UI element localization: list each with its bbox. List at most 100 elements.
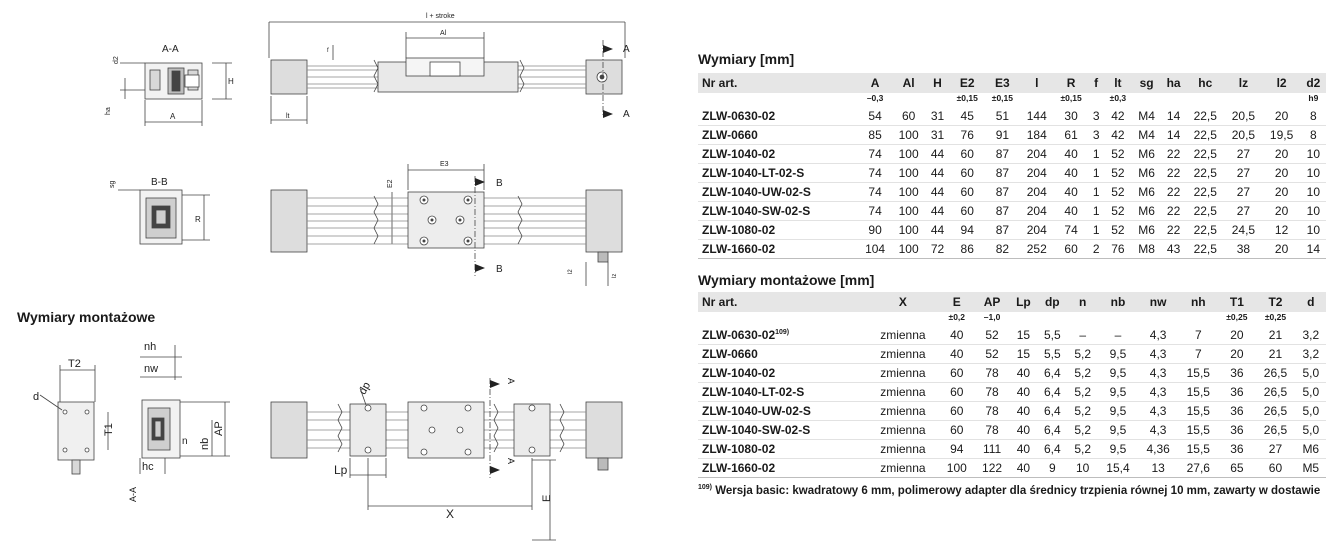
carriage-side-view: nh nw AP nb n hc A-A xyxy=(128,341,230,502)
value-cell: 5,2 xyxy=(1067,363,1098,383)
value-cell: 184 xyxy=(1019,125,1054,145)
value-cell: 52 xyxy=(974,326,1010,345)
value-cell: 111 xyxy=(974,439,1010,459)
cell-text: 3,2 xyxy=(1302,328,1320,342)
value-cell: 40 xyxy=(939,344,975,364)
value-cell: 204 xyxy=(1019,182,1054,202)
value-cell: 40 xyxy=(1009,401,1038,421)
value-cell: 52 xyxy=(1103,201,1133,221)
value-cell: 22 xyxy=(1161,220,1187,240)
cell-text: 104 xyxy=(865,242,886,256)
article-number-cell: ZLW-1040-UW-02-S xyxy=(698,182,859,202)
cell-text: 78 xyxy=(985,423,999,437)
column-header: T2 xyxy=(1255,292,1296,312)
column-header: d xyxy=(1295,292,1326,312)
cell-text: 86 xyxy=(960,242,974,256)
value-cell: 10 xyxy=(1300,220,1326,240)
value-cell: 8 xyxy=(1300,125,1326,145)
label-x: X xyxy=(446,507,454,521)
tolerance-cell: ±0,15 xyxy=(1060,93,1082,103)
cell-text: 184 xyxy=(1026,128,1047,142)
cell-text: 100 xyxy=(898,128,919,142)
cell-text: 52 xyxy=(985,328,999,342)
cell-text: M6 xyxy=(1138,166,1155,180)
value-cell: 20 xyxy=(1262,239,1301,259)
value-cell: 60 xyxy=(949,182,985,202)
cell-text: 42 xyxy=(1111,109,1125,123)
value-cell: 52 xyxy=(974,344,1010,364)
value-cell: 44 xyxy=(925,163,950,183)
value-cell: 9,5 xyxy=(1097,401,1139,421)
cell-text: 22 xyxy=(1166,166,1181,180)
tolerance-cell: ±0,25 xyxy=(1226,312,1248,322)
cell-text: 87 xyxy=(995,166,1010,180)
article-number-cell: ZLW-1040-UW-02-S xyxy=(698,401,867,421)
column-header: nh xyxy=(1178,292,1219,312)
cell-text: 27 xyxy=(1236,185,1251,199)
value-cell: 40 xyxy=(1009,363,1038,383)
value-cell: 20,5 xyxy=(1224,107,1263,126)
article-number-cell: ZLW-0660 xyxy=(698,125,859,145)
value-cell: 204 xyxy=(1019,163,1054,183)
value-cell: 22,5 xyxy=(1186,125,1225,145)
cell-text: 30 xyxy=(1064,109,1078,123)
value-cell: 15,5 xyxy=(1178,382,1219,402)
cell-text: 4,3 xyxy=(1149,328,1167,342)
value-cell: 74 xyxy=(858,163,892,183)
value-cell: 26,5 xyxy=(1255,382,1296,402)
value-cell: 10 xyxy=(1067,458,1098,478)
cell-text: ZLW-1040-UW-02-S xyxy=(702,404,811,418)
cell-text: 60 xyxy=(950,385,964,399)
cell-text: 100 xyxy=(898,223,919,237)
cell-text: 21 xyxy=(1268,328,1283,342)
label-iz: lz xyxy=(612,274,618,278)
cell-text: 40 xyxy=(1064,185,1078,199)
cell-text: M4 xyxy=(1138,109,1155,123)
value-cell: 44 xyxy=(925,201,950,221)
column-header: E3 xyxy=(984,73,1020,93)
label-f: f xyxy=(327,48,329,54)
article-number-cell: ZLW-1040-LT-02-S xyxy=(698,382,867,402)
value-cell: 60 xyxy=(939,382,975,402)
cell-text: 36 xyxy=(1230,404,1244,418)
value-cell: 85 xyxy=(858,125,892,145)
value-cell: 1 xyxy=(1088,182,1104,202)
cell-text: 10 xyxy=(1306,204,1321,218)
value-cell: M6 xyxy=(1132,163,1162,183)
cell-text: 38 xyxy=(1236,242,1251,256)
value-cell: 36 xyxy=(1218,382,1256,402)
cell-text: 60 xyxy=(1064,242,1078,256)
cell-text: 26,5 xyxy=(1263,385,1288,399)
article-number-cell: ZLW-0660 xyxy=(698,344,867,364)
value-cell: 91 xyxy=(984,125,1020,145)
label-nb: nb xyxy=(199,438,211,450)
value-cell: zmienna xyxy=(866,344,940,364)
cell-text: 8 xyxy=(1310,109,1317,123)
cell-text: 40 xyxy=(950,347,964,361)
value-cell: 100 xyxy=(891,201,926,221)
tolerance-cell xyxy=(1178,312,1218,326)
value-cell: 20 xyxy=(1262,107,1301,126)
value-cell: 78 xyxy=(974,382,1010,402)
cell-text: 6,4 xyxy=(1043,404,1061,418)
cell-text: 20,5 xyxy=(1231,128,1256,142)
cell-text: 15 xyxy=(1016,328,1031,342)
value-cell: 31 xyxy=(925,107,950,126)
value-cell: 14 xyxy=(1161,125,1187,145)
cell-text: 40 xyxy=(1016,423,1031,437)
value-cell: zmienna xyxy=(866,326,940,345)
cell-text: 21 xyxy=(1268,347,1283,361)
tolerance-cell xyxy=(1132,93,1161,107)
value-cell: 20 xyxy=(1262,201,1301,221)
cell-text: 60 xyxy=(960,166,974,180)
value-cell: 6,4 xyxy=(1037,439,1068,459)
section-aa-top: A-A H A d2 ha xyxy=(105,44,234,126)
value-cell: 19,5 xyxy=(1262,125,1301,145)
cell-text: 74 xyxy=(868,185,882,199)
cell-text: 4,36 xyxy=(1146,442,1170,456)
value-cell: 20,5 xyxy=(1224,125,1263,145)
cell-text: 26,5 xyxy=(1263,366,1288,380)
